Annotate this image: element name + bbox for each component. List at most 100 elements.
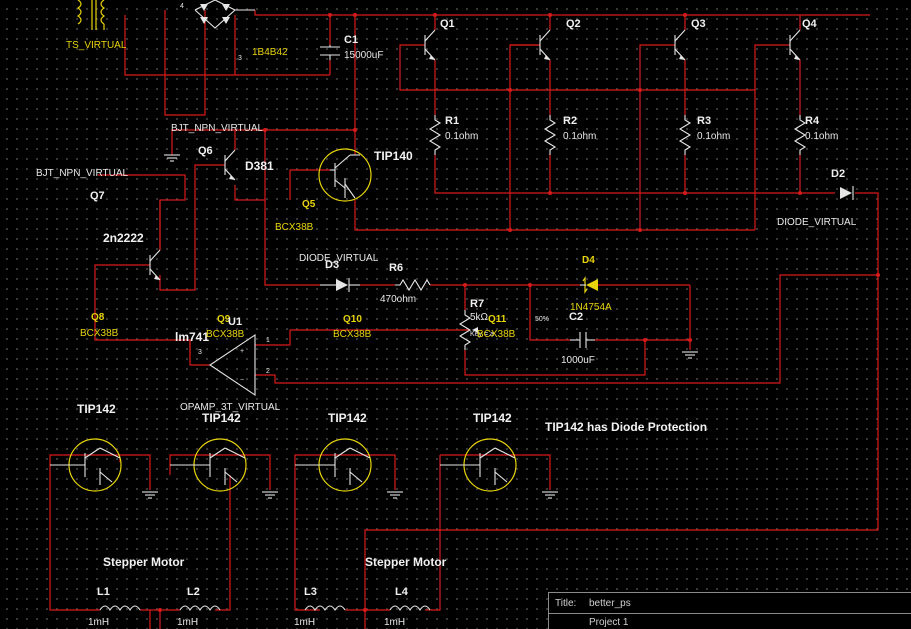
tip140-label: TIP140 bbox=[374, 149, 413, 163]
bjt-npn-left-label: BJT_NPN_VIRTUAL bbox=[36, 168, 129, 179]
r7-value: 5kΩ bbox=[470, 312, 489, 323]
r7-key: Key = a bbox=[470, 331, 494, 338]
stepper-motor-label-1: Stepper Motor bbox=[103, 555, 185, 569]
d4-part: 1N4754A bbox=[570, 302, 612, 313]
resistor-r6[interactable] bbox=[395, 278, 431, 292]
r1-value: 0.1ohm bbox=[445, 131, 478, 142]
inductor-l4[interactable] bbox=[389, 605, 431, 612]
r1-label: R1 bbox=[445, 115, 459, 127]
pct-label: 50% bbox=[535, 316, 549, 323]
svg-text:+: + bbox=[240, 348, 244, 355]
q8-part: BCX38B bbox=[80, 328, 119, 339]
opamp-u1[interactable]: + − bbox=[209, 333, 256, 397]
title-value: better_ps bbox=[589, 598, 631, 609]
resistor-r4[interactable] bbox=[793, 115, 807, 155]
2n2222-label: 2n2222 bbox=[103, 231, 144, 245]
r4-label: R4 bbox=[805, 115, 820, 127]
r6-value: 470ohm bbox=[380, 294, 416, 305]
transformer-symbol[interactable] bbox=[76, 0, 106, 30]
d2-label: D2 bbox=[831, 168, 845, 180]
l3-value: 1mH bbox=[294, 617, 315, 628]
q9-part: BCX38B bbox=[206, 329, 245, 340]
l2-label: L2 bbox=[187, 586, 200, 598]
opamp-pin2: 2 bbox=[266, 368, 270, 375]
wires bbox=[49, 10, 879, 629]
l3-label: L3 bbox=[304, 586, 317, 598]
zener-d4[interactable] bbox=[580, 276, 598, 294]
q10-label: Q10 bbox=[343, 314, 362, 325]
bridge-pin3: 3 bbox=[238, 55, 242, 62]
d381-label: D381 bbox=[245, 159, 274, 173]
opamp-pin3: 3 bbox=[198, 349, 202, 356]
q6-label: Q6 bbox=[198, 145, 213, 157]
diode-d3[interactable] bbox=[320, 278, 360, 292]
resistor-r3[interactable] bbox=[678, 115, 692, 155]
q5-label: Q5 bbox=[302, 199, 316, 210]
q3-label: Q3 bbox=[691, 18, 706, 30]
q10-part: BCX38B bbox=[333, 329, 372, 340]
bridge-rectifier[interactable] bbox=[194, 0, 255, 29]
r4-value: 0.1ohm bbox=[805, 131, 838, 142]
title-row: Title: better_ps bbox=[549, 593, 911, 614]
r2-label: R2 bbox=[563, 115, 577, 127]
resistor-r1[interactable] bbox=[428, 115, 442, 155]
transistor-tip142-4[interactable] bbox=[440, 438, 517, 492]
l1-value: 1mH bbox=[88, 617, 109, 628]
transistor-q3[interactable] bbox=[674, 29, 686, 61]
c1-name: C1 bbox=[344, 34, 358, 46]
q4-label: Q4 bbox=[802, 18, 818, 30]
transistor-tip140[interactable] bbox=[318, 148, 372, 202]
inductor-l2[interactable] bbox=[179, 605, 221, 612]
q11-part: BCX38B bbox=[477, 329, 516, 340]
opamp-pin1: 1 bbox=[266, 337, 270, 344]
diode-d2[interactable] bbox=[840, 186, 854, 200]
inductor-l1[interactable] bbox=[99, 605, 141, 612]
capacitor-c2[interactable] bbox=[570, 332, 595, 348]
title-block: Title: better_ps Project 1 bbox=[548, 592, 911, 629]
q7-label: Q7 bbox=[90, 190, 105, 202]
bridge-label: 1B4B42 bbox=[252, 47, 288, 58]
q9-label: Q9 bbox=[217, 314, 231, 325]
ground-symbols bbox=[142, 154, 698, 499]
inductor-l3[interactable] bbox=[304, 605, 346, 612]
opamp-label: OPAMP_3T_VIRTUAL bbox=[180, 402, 281, 413]
q8-label: Q8 bbox=[91, 312, 105, 323]
tip142-note: TIP142 has Diode Protection bbox=[545, 420, 707, 434]
transistor-q2[interactable] bbox=[539, 29, 551, 61]
transistor-tip142-3[interactable] bbox=[295, 438, 372, 492]
lm741-label: lm741 bbox=[175, 330, 209, 344]
potentiometer-r7[interactable] bbox=[458, 310, 478, 350]
l1-label: L1 bbox=[97, 586, 110, 598]
l2-value: 1mH bbox=[177, 617, 198, 628]
svg-text:−: − bbox=[240, 377, 244, 384]
r2-value: 0.1ohm bbox=[563, 131, 596, 142]
transistor-q7[interactable] bbox=[149, 249, 161, 281]
u1-label: U1 bbox=[228, 316, 242, 328]
capacitor-c1[interactable] bbox=[320, 45, 340, 60]
bridge-pin4: 4 bbox=[180, 3, 184, 10]
d3-diode-label: DIODE_VIRTUAL bbox=[299, 253, 379, 264]
q1-label: Q1 bbox=[440, 18, 455, 30]
c2-label: C2 bbox=[569, 311, 583, 323]
transistor-q1[interactable] bbox=[424, 29, 436, 61]
stepper-motor-label-2: Stepper Motor bbox=[365, 555, 447, 569]
r7-label: R7 bbox=[470, 298, 484, 310]
transistor-tip142-2[interactable] bbox=[170, 438, 247, 492]
labels: TS_VIRTUAL 1B4B42 4 3 C1 15000uF Q1 Q2 Q… bbox=[36, 3, 857, 628]
d2-diode-label: DIODE_VIRTUAL bbox=[777, 217, 857, 228]
r6-label: R6 bbox=[389, 262, 403, 274]
l4-label: L4 bbox=[395, 586, 409, 598]
transistor-q4[interactable] bbox=[789, 29, 801, 61]
tip142-label-3: TIP142 bbox=[328, 411, 367, 425]
d3-label: D3 bbox=[325, 259, 339, 271]
transistor-tip142-1[interactable] bbox=[50, 438, 122, 492]
tip142-label-2: TIP142 bbox=[202, 411, 241, 425]
resistor-r2[interactable] bbox=[543, 115, 557, 155]
d4-label: D4 bbox=[582, 255, 595, 266]
junction-dots bbox=[158, 13, 880, 612]
tip142-label-4: TIP142 bbox=[473, 411, 512, 425]
c1-value: 15000uF bbox=[344, 50, 383, 61]
transistor-q6[interactable] bbox=[224, 149, 236, 181]
